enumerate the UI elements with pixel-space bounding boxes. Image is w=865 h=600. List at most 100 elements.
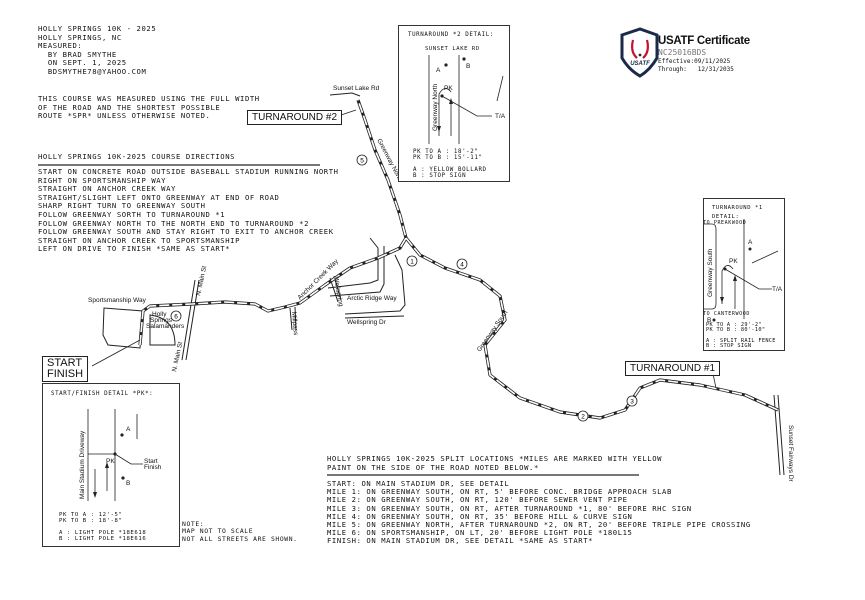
detail-title: Start/Finish Detail *PK*: (51, 391, 154, 397)
street-arctic-ridge (327, 237, 385, 297)
direction-step: Start on concrete road outside baseball … (38, 167, 339, 176)
direction-step: Straight/slight left onto Greenway at en… (38, 192, 280, 202)
splits-list: Start: on Main Stadium Dr, see detail Mi… (327, 479, 751, 546)
svg-text:B: B (707, 317, 711, 324)
svg-text:4: 4 (460, 262, 464, 269)
note-line: of the road and the shortest possible (38, 102, 221, 112)
street-label-sunset-lake: Sunset Lake Rd (333, 85, 380, 92)
split-item: Start: on Main Stadium Dr, see detail (327, 479, 510, 488)
svg-text:A: A (126, 426, 131, 433)
svg-text:Greenway North: Greenway North (432, 83, 439, 131)
direction-step: Follow Greenway sorth to turnaround *1 (38, 209, 226, 219)
direction-step: Straight on Anchor Creek to Sportsmanshi… (38, 235, 241, 245)
certificate-id: NC25016BDS (658, 48, 707, 57)
svg-text:3: 3 (630, 399, 634, 406)
street-label-arctic-ridge: Arctic Ridge Way (347, 295, 397, 302)
detail-road-label: Sunset Lake Rd (425, 46, 480, 52)
mile-marker-5: 5 (356, 154, 368, 166)
start-finish-detail: Start/Finish Detail *PK*: A B PK Start F… (42, 383, 180, 547)
svg-text:Main Stadium Driveway: Main Stadium Driveway (79, 430, 86, 499)
header-line: Measured: (38, 41, 83, 51)
map-note: Note:Map not to scaleNot all streets are… (182, 520, 298, 543)
mile-marker-1: 1 (406, 255, 418, 267)
directions-title: Holly Springs 10K-2025 Course Directions (38, 152, 236, 161)
split-item: Mile 1: on Greenway South, on RT, 5' bef… (327, 487, 672, 497)
svg-text:T/A: T/A (772, 286, 783, 293)
street-label-sunset-fairways: Sunset Fairways Dr (787, 425, 794, 483)
detail-title: Turnaround *2 Detail: (408, 32, 494, 38)
svg-text:Greenway South: Greenway South (707, 248, 714, 297)
detail-road-bottom: To Canterwood (703, 311, 750, 317)
street-sunset-fairways (773, 394, 785, 476)
svg-text:A: A (436, 67, 441, 74)
stadium-label: Salamanders (146, 323, 185, 330)
stadium-field (149, 314, 176, 346)
mile-marker-6: 6 (170, 310, 182, 322)
split-item: Mile 3: on Greenway South, on RT, after … (327, 503, 692, 513)
street-label-wellspring-v: Wellspring (332, 276, 344, 307)
turnaround-2-callout: TURNAROUND #2 (247, 110, 343, 125)
svg-text:1: 1 (410, 259, 414, 266)
split-item: Mile 6: on Sportsmanship, on LT, 20' bef… (327, 528, 633, 538)
finish-label: FINISH (47, 368, 84, 380)
detail-diagram: A B PK Start Finish Main Stadium Drivewa… (79, 409, 162, 501)
header-line: bdsmythe78@yahoo.com (38, 66, 147, 76)
svg-text:PK: PK (106, 458, 115, 465)
street-label-n-main-top: N. Main St (195, 265, 208, 296)
divider (327, 474, 639, 476)
detail-title: Turnaround *1 Detail: (712, 205, 763, 220)
note-line: route *SPR* unless otherwise noted. (38, 111, 211, 121)
street-label-wellspring: Wellspring Dr (347, 319, 387, 326)
street-label-millpass: Millpass (290, 312, 299, 337)
mile-marker-3: 3 (626, 395, 638, 407)
splits-title: Holly Springs 10K-2025 Split Locations *… (327, 454, 663, 472)
street-millpass (289, 306, 297, 331)
certificate-title: USATF Certificate (658, 35, 750, 47)
detail-road-top: To Preakwood (703, 220, 747, 226)
svg-text:Finish: Finish (144, 464, 162, 471)
note-line: This course was measured using the full … (38, 94, 260, 103)
divider (38, 164, 320, 166)
direction-step: Follow Greenway south and stay right to … (38, 227, 334, 237)
header-line: On Sept. 1, 2025 (38, 58, 127, 68)
mile-marker-2: 2 (577, 410, 589, 422)
mile-marker-4: 4 (456, 258, 468, 270)
detail-notes: PK to A : 18'-2"PK to B : 15'-11" A : Ye… (413, 149, 487, 179)
direction-step: Left on drive to finish *same as start* (38, 244, 231, 254)
measurement-header: Holly Springs 10K - 2025 Holly Springs, … (38, 24, 157, 77)
split-item: Mile 2: on Greenway South, on RT, 120' b… (327, 495, 628, 505)
start-label: START (47, 357, 83, 369)
turnaround-1-callout: TURNAROUND #1 (625, 361, 721, 376)
svg-text:5: 5 (360, 158, 364, 165)
svg-text:A: A (748, 239, 753, 246)
street-label-sportsmanship: Sportsmanship Way (88, 297, 147, 304)
turnaround-1-detail: Turnaround *1 Detail: To Preakwood To Ca… (703, 198, 785, 351)
mile-markers: 1 2 3 4 5 6 (170, 154, 638, 422)
direction-step: Sharp right turn to Greenway South (38, 201, 206, 211)
direction-step: Straight on Anchor Creek Way (38, 184, 176, 194)
split-item: Mile 5: on Greenway North, after turnaro… (327, 520, 751, 530)
svg-text:Start: Start (144, 458, 158, 465)
svg-text:B: B (466, 63, 470, 70)
svg-text:PK: PK (729, 258, 738, 265)
turnaround-2-detail: Turnaround *2 Detail: Sunset Lake Rd A B… (398, 25, 510, 182)
svg-text:PK: PK (444, 85, 453, 92)
detail-diagram: A B PK T/A Greenway North (428, 55, 506, 144)
svg-text:6: 6 (174, 314, 178, 321)
svg-text:T/A: T/A (495, 113, 506, 120)
svg-text:2: 2 (581, 414, 585, 421)
split-item: Mile 4: on Greenway South, on RT, 35' be… (327, 511, 633, 521)
detail-notes: PK to A : 12'-5"PK to B : 18'-8" A : Lig… (59, 512, 147, 542)
certificate-through: Through: 12/31/2035 (658, 66, 734, 73)
certificate-effective: Effective:09/11/2025 (658, 58, 731, 65)
street-sunset-lake (329, 92, 361, 97)
stadium-label: Holly (152, 311, 167, 318)
stadium-label: Springs (150, 317, 173, 324)
header-line: Holly Springs 10K - 2025 (38, 24, 157, 33)
start-finish-callout: START FINISH (42, 356, 89, 382)
measurement-note: This course was measured using the full … (38, 94, 260, 121)
direction-step: Follow Greenway north to the north end t… (38, 218, 309, 228)
street-label-greenway-south: Greenway South (476, 309, 510, 353)
